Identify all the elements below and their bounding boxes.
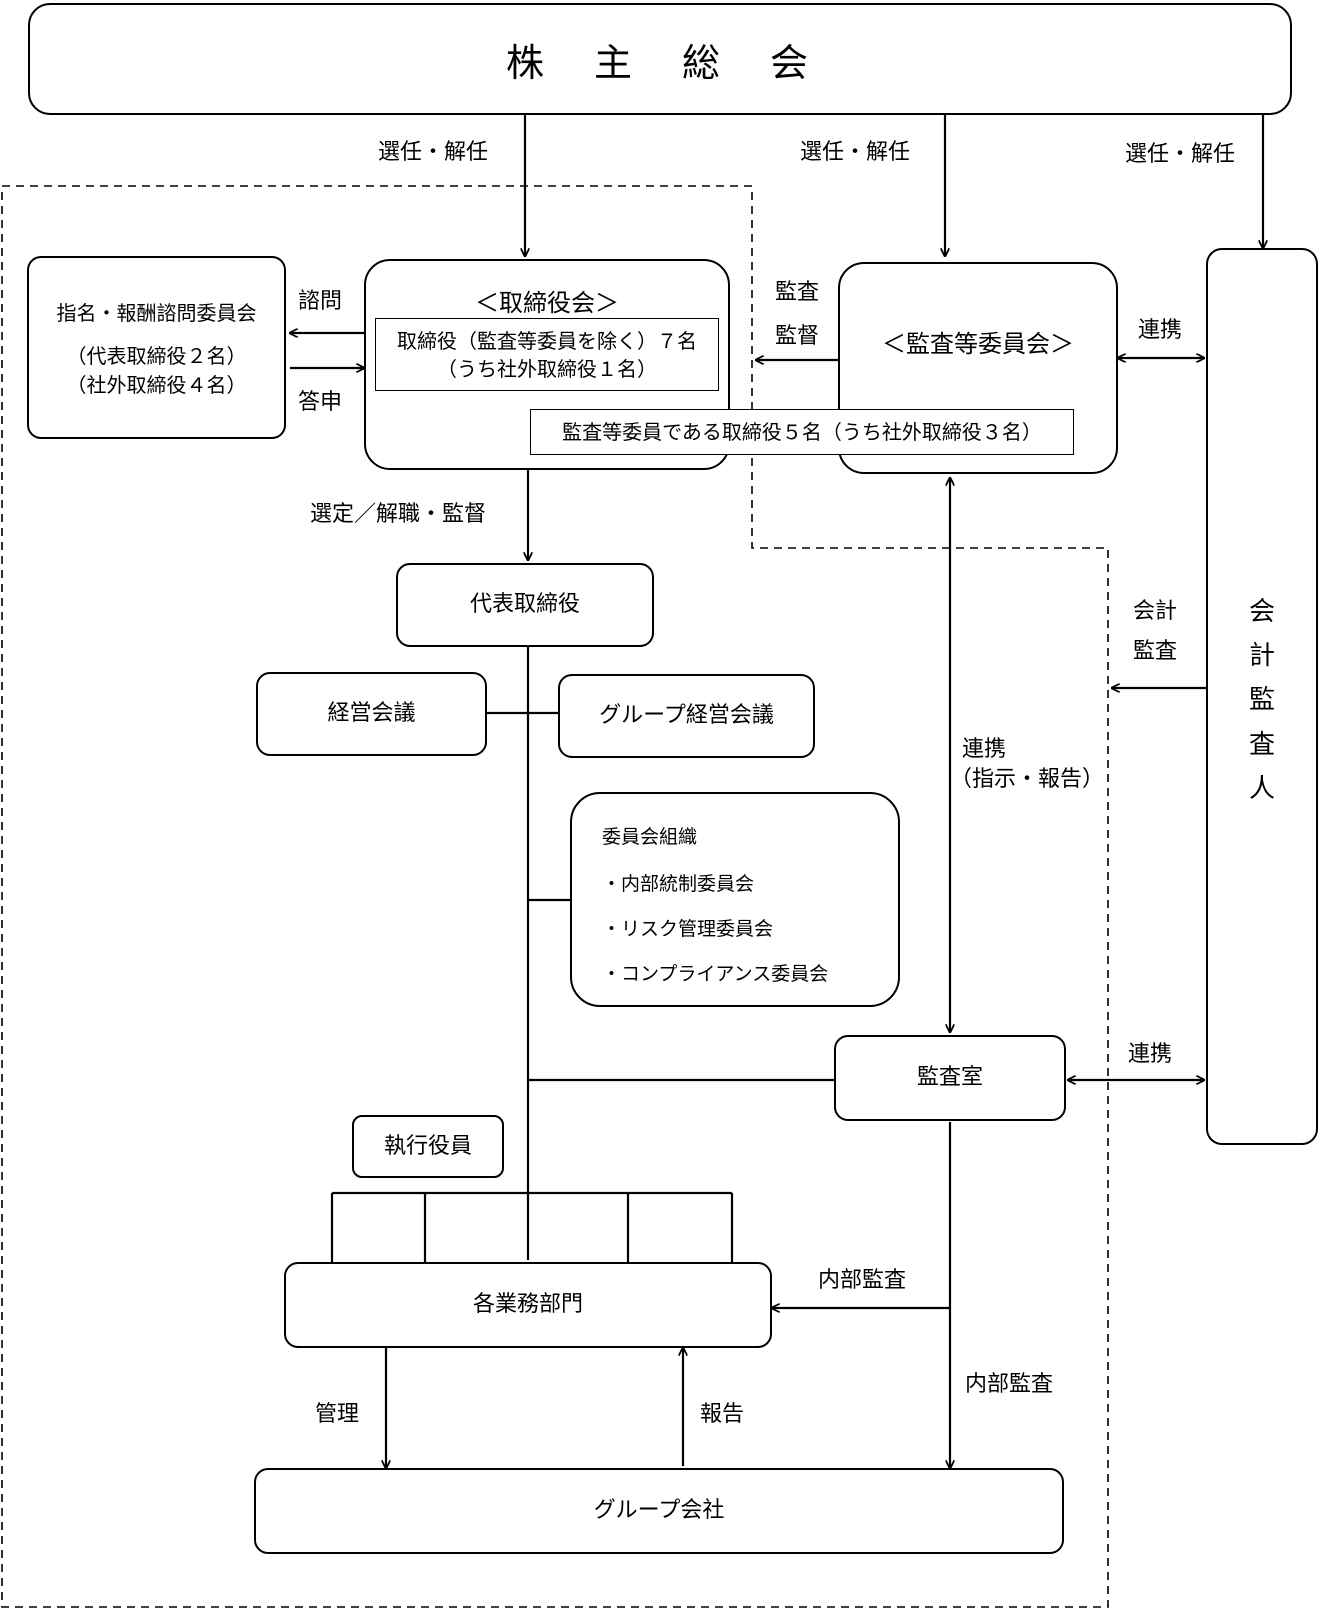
business-departments-box: 各業務部門 (284, 1262, 772, 1348)
nomination-committee-title: 指名・報酬諮問委員会 (56, 301, 257, 325)
label-elect-board: 選任・解任 (378, 140, 489, 165)
committee-organization-box: 委員会組織 ・内部統制委員会 ・リスク管理委員会 ・コンプライアンス委員会 (570, 792, 900, 1007)
label-manage: 管理 (315, 1402, 360, 1427)
audit-office-box: 監査室 (834, 1035, 1066, 1121)
label-collab-bottom: 連携 (1128, 1042, 1173, 1067)
label-elect-acct: 選任・解任 (1125, 142, 1236, 167)
committee-item-compliance: ・コンプライアンス委員会 (602, 963, 829, 985)
board-members-line1: 取締役（監査等委員を除く）７名 (397, 328, 697, 353)
audit-committee-title: ＜監査等委員会＞ (882, 330, 1074, 358)
label-report: 報告 (700, 1402, 745, 1427)
accounting-auditor-char-4: 査 (1248, 729, 1275, 760)
business-departments-label: 各業務部門 (472, 1292, 583, 1318)
committee-organization-title: 委員会組織 (602, 826, 698, 848)
label-internal-audit-2: 内部監査 (965, 1372, 1054, 1397)
label-collab-mid-2: （指示・報告） (950, 767, 1105, 792)
label-collab-top: 連携 (1138, 318, 1183, 343)
management-meeting-box: 経営会議 (256, 672, 487, 756)
shareholders-meeting-label: 株 主 総 会 (505, 40, 814, 85)
group-companies-box: グループ会社 (254, 1468, 1064, 1554)
label-audit: 監査 (775, 280, 820, 305)
executive-officers-box: 執行役員 (352, 1115, 504, 1178)
label-elect-audit: 選任・解任 (800, 140, 911, 165)
accounting-auditor-char-2: 計 (1248, 641, 1275, 672)
executive-officers-label: 執行役員 (383, 1133, 472, 1159)
dashed-boundary (1, 185, 1109, 1608)
label-consult: 諮問 (298, 289, 343, 314)
label-select: 選定／解職・監督 (310, 502, 487, 527)
shareholders-meeting-box: 株 主 総 会 (28, 3, 1292, 115)
label-internal-audit-1: 内部監査 (818, 1268, 907, 1293)
audit-committee-directors-label: 監査等委員である取締役５名（うち社外取締役３名） (562, 420, 1042, 444)
nomination-committee-line2: （社外取締役４名） (66, 373, 247, 397)
committee-item-internal-control: ・内部統制委員会 (602, 873, 755, 895)
accounting-auditor-char-5: 人 (1248, 773, 1275, 804)
nomination-committee-line1: （代表取締役２名） (66, 344, 247, 368)
board-members-box: 取締役（監査等委員を除く）７名 （うち社外取締役１名） (375, 318, 719, 391)
label-collab-mid-1: 連携 (962, 737, 1007, 762)
label-acct-audit-2: 監査 (1133, 639, 1178, 664)
accounting-auditor-label: 会 計 監 査 人 (1249, 590, 1275, 811)
accounting-auditor-char-3: 監 (1248, 685, 1275, 716)
group-companies-label: グループ会社 (593, 1498, 725, 1524)
committee-item-risk-management: ・リスク管理委員会 (602, 918, 774, 940)
group-management-meeting-box: グループ経営会議 (558, 674, 815, 758)
label-supervise: 監督 (775, 324, 820, 349)
board-members-line2: （うち社外取締役１名） (437, 356, 657, 381)
nomination-committee-box: 指名・報酬諮問委員会 （代表取締役２名） （社外取締役４名） (27, 256, 286, 439)
management-meeting-label: 経営会議 (327, 701, 416, 727)
representative-director-box: 代表取締役 (396, 563, 654, 647)
board-title: ＜取締役会＞ (475, 289, 619, 317)
label-acct-audit-1: 会計 (1133, 599, 1178, 624)
representative-director-label: 代表取締役 (469, 592, 580, 618)
audit-committee-directors-box: 監査等委員である取締役５名（うち社外取締役３名） (530, 409, 1074, 455)
accounting-auditor-box: 会 計 監 査 人 (1206, 248, 1318, 1145)
audit-office-label: 監査室 (916, 1065, 983, 1091)
accounting-auditor-char-1: 会 (1248, 597, 1275, 627)
label-answer: 答申 (298, 390, 343, 415)
group-management-meeting-label: グループ経営会議 (599, 703, 774, 729)
